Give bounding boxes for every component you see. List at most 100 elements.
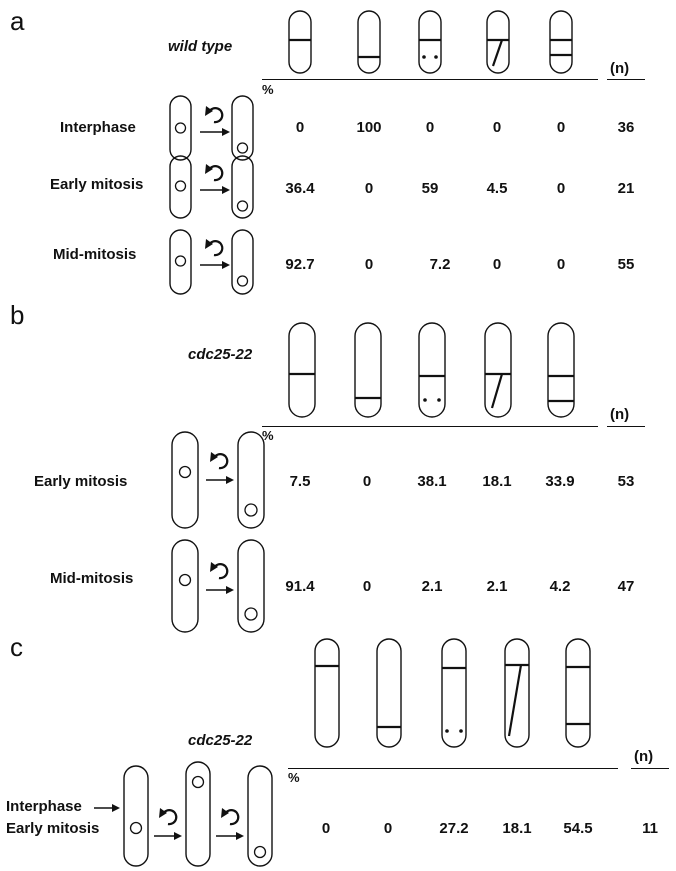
nucleus-icon xyxy=(236,142,249,154)
cell-transition-diagram xyxy=(171,431,265,529)
n-header-underline xyxy=(631,768,669,769)
row-label-interphase: Interphase xyxy=(6,798,82,815)
rotate-icon xyxy=(162,809,178,826)
value-cell: 38.1 xyxy=(417,473,447,490)
phenotype-septum-top-cell xyxy=(314,638,340,748)
rotate-icon xyxy=(213,563,229,580)
value-cell: 0 xyxy=(556,256,566,273)
nucleus-icon xyxy=(253,845,267,859)
rotate-icon xyxy=(208,107,224,124)
value-cell: 0 xyxy=(295,119,305,136)
value-cell: 18.1 xyxy=(482,473,512,490)
value-cell: 18.1 xyxy=(502,820,532,837)
value-cell: 0 xyxy=(492,256,502,273)
phenotype-septum-dots-cell xyxy=(418,322,446,418)
rotate-icon xyxy=(213,453,229,470)
panel-a-strain: wild type xyxy=(168,38,233,55)
phenotype-septum-two-cell xyxy=(565,638,591,748)
n-value: 21 xyxy=(617,180,635,197)
value-cell: 0 xyxy=(364,256,374,273)
nucleus-icon xyxy=(178,573,192,587)
rotate-icon xyxy=(224,809,240,826)
n-header-underline xyxy=(607,79,645,80)
value-cell: 0 xyxy=(492,119,502,136)
row-label-early-mitosis: Early mitosis xyxy=(50,176,144,193)
phenotype-septum-low-cell xyxy=(354,322,382,418)
n-header: (n) xyxy=(610,60,630,77)
phenotype-septum-dots-cell xyxy=(441,638,467,748)
n-value: 11 xyxy=(642,820,658,837)
cell-transition-diagram xyxy=(171,539,265,633)
value-cell: 27.2 xyxy=(439,820,469,837)
value-cell: 33.9 xyxy=(545,473,575,490)
cell-transition-diagram xyxy=(169,155,254,219)
phenotype-septum-low-cell xyxy=(357,10,381,74)
panel-b-label: b xyxy=(10,300,25,330)
value-cell: 0 xyxy=(321,820,331,837)
panel-b-strain: cdc25-22 xyxy=(188,346,253,363)
value-cell: 59 xyxy=(421,180,439,197)
value-cell: 4.5 xyxy=(486,180,508,197)
panel-c: c cdc25-22 (n) % Interphase Early mitosi… xyxy=(0,630,676,871)
header-divider xyxy=(262,426,598,427)
nucleus-icon xyxy=(236,275,249,287)
nucleus-icon xyxy=(236,200,249,212)
value-cell: 92.7 xyxy=(285,256,315,273)
nucleus-icon xyxy=(178,465,192,479)
value-cell: 2.1 xyxy=(421,578,443,595)
n-value: 47 xyxy=(617,578,635,595)
row-label-interphase: Interphase xyxy=(60,119,136,136)
header-divider xyxy=(262,79,598,80)
row-label-early-mitosis: Early mitosis xyxy=(6,820,100,837)
nucleus-icon xyxy=(174,255,187,267)
header-divider xyxy=(288,768,618,769)
panel-a-label: a xyxy=(10,6,25,36)
phenotype-septum-slant-cell xyxy=(504,638,530,748)
rotate-icon xyxy=(208,240,224,257)
cell-transition-diagram xyxy=(169,95,254,161)
nucleus-icon xyxy=(174,122,187,134)
cell-transition-diagram xyxy=(169,229,254,295)
panel-a: a wild type (n) % Interphase xyxy=(0,0,676,300)
nucleus-icon xyxy=(191,775,205,789)
n-value: 53 xyxy=(617,473,635,490)
phenotype-septum-low-cell xyxy=(376,638,402,748)
nucleus-icon xyxy=(129,821,143,835)
panel-b: b cdc25-22 (n) % Early mitosis 7 xyxy=(0,290,676,633)
value-cell: 0 xyxy=(364,180,374,197)
phenotype-septum-two-cell xyxy=(549,10,573,74)
value-cell: 7.5 xyxy=(289,473,311,490)
rotate-icon xyxy=(208,165,224,182)
panel-c-label: c xyxy=(10,632,23,662)
value-cell: 0 xyxy=(425,119,435,136)
value-cell: 4.2 xyxy=(549,578,571,595)
value-cell: 0 xyxy=(362,473,372,490)
percent-symbol: % xyxy=(288,770,300,785)
phenotype-septum-dots-cell xyxy=(418,10,442,74)
value-cell: 91.4 xyxy=(285,578,315,595)
row-label-mid-mitosis: Mid-mitosis xyxy=(53,246,137,263)
value-cell: 100 xyxy=(356,119,382,136)
value-cell: 7.2 xyxy=(429,256,451,273)
phenotype-septum-slant-cell xyxy=(486,10,510,74)
value-cell: 0 xyxy=(556,119,566,136)
phenotype-septum-mid-cell xyxy=(288,322,316,418)
nucleus-icon xyxy=(244,607,258,621)
percent-symbol: % xyxy=(262,82,274,97)
cell-after xyxy=(231,95,254,161)
n-value: 55 xyxy=(617,256,635,273)
nucleus-icon xyxy=(174,180,187,192)
n-header: (n) xyxy=(634,748,654,765)
value-cell: 0 xyxy=(362,578,372,595)
value-cell: 0 xyxy=(383,820,393,837)
phenotype-septum-mid-cell xyxy=(288,10,312,74)
n-header-underline xyxy=(607,426,645,427)
row-label-early-mitosis: Early mitosis xyxy=(34,473,128,490)
value-cell: 0 xyxy=(556,180,566,197)
cell-transition-diagram xyxy=(123,761,273,867)
panel-c-strain: cdc25-22 xyxy=(188,732,253,749)
cell-before xyxy=(169,95,192,161)
phenotype-septum-slant-cell xyxy=(484,322,512,418)
value-cell: 36.4 xyxy=(285,180,315,197)
value-cell: 2.1 xyxy=(486,578,508,595)
